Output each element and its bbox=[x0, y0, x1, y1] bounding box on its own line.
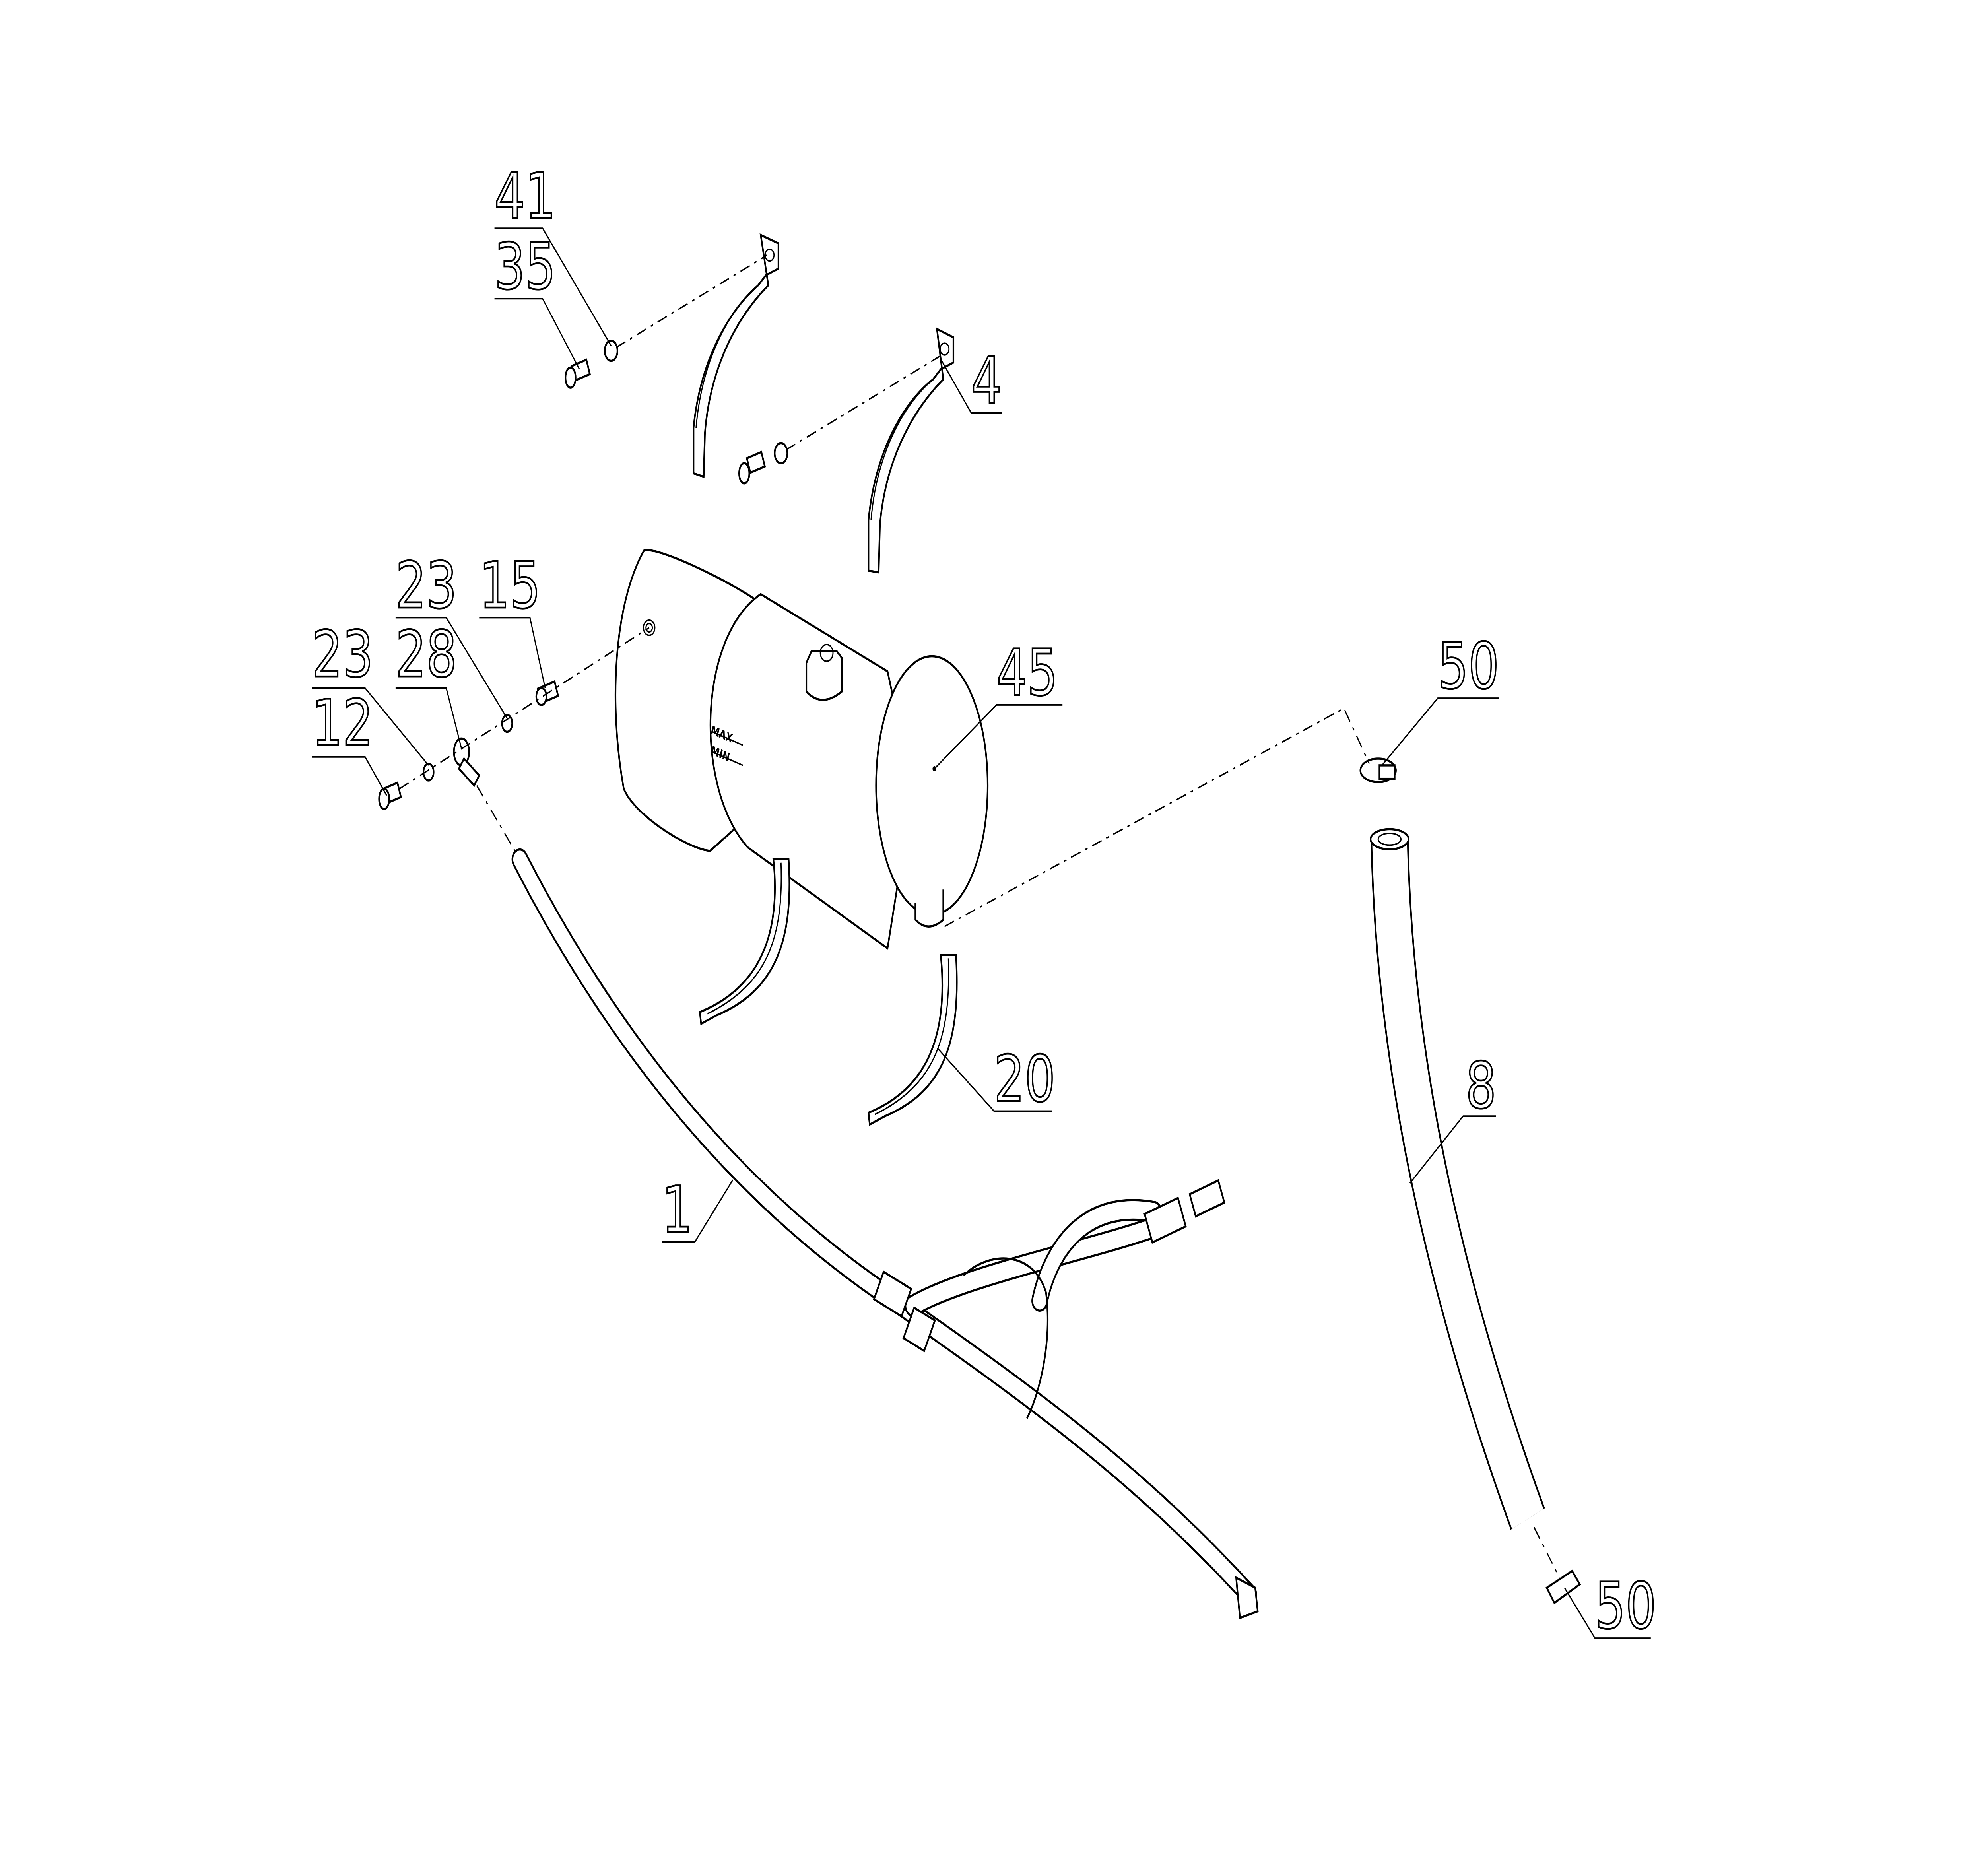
hose-assembly-1 bbox=[511, 848, 1259, 1619]
callout-28: 28 bbox=[395, 616, 462, 749]
bolt-lower bbox=[738, 450, 766, 485]
callout-23-lower: 23 bbox=[311, 616, 429, 766]
callout-35: 35 bbox=[494, 229, 580, 370]
svg-text:20: 20 bbox=[994, 1042, 1055, 1116]
svg-text:50: 50 bbox=[1438, 629, 1499, 703]
callout-15: 15 bbox=[478, 547, 546, 689]
svg-text:15: 15 bbox=[479, 548, 540, 623]
assembly-line bbox=[944, 707, 1370, 927]
assembly-line bbox=[786, 353, 944, 451]
svg-text:23: 23 bbox=[396, 548, 457, 623]
callout-50-lower: 50 bbox=[1564, 1568, 1657, 1644]
svg-text:45: 45 bbox=[996, 636, 1058, 710]
banjo-bolt-12 bbox=[378, 781, 402, 810]
callout-8: 8 bbox=[1409, 1048, 1497, 1184]
svg-text:1: 1 bbox=[662, 1173, 693, 1247]
svg-text:35: 35 bbox=[495, 229, 556, 304]
svg-text:28: 28 bbox=[396, 617, 457, 691]
callout-50-upper: 50 bbox=[1381, 628, 1500, 766]
svg-text:8: 8 bbox=[1466, 1048, 1496, 1123]
assembly-line bbox=[476, 785, 520, 860]
upper-strap-left bbox=[693, 233, 779, 478]
callout-1: 1 bbox=[661, 1172, 734, 1248]
svg-text:41: 41 bbox=[495, 159, 556, 233]
hose-clamp-50-upper bbox=[1359, 757, 1397, 783]
banjo-fitting-28 bbox=[453, 737, 481, 787]
washer-lower bbox=[774, 442, 788, 464]
callout-20: 20 bbox=[938, 1041, 1056, 1117]
svg-text:23: 23 bbox=[312, 617, 373, 691]
hose-clamp-50-lower bbox=[1545, 1569, 1581, 1604]
callout-23-upper: 23 bbox=[395, 547, 508, 719]
svg-text:50: 50 bbox=[1595, 1569, 1656, 1643]
assembly-line bbox=[1534, 1527, 1560, 1578]
washer-23-lower bbox=[422, 762, 435, 782]
washer-23-upper bbox=[501, 714, 513, 733]
svg-text:12: 12 bbox=[312, 686, 373, 760]
lower-strap-right bbox=[868, 954, 958, 1126]
svg-text:4: 4 bbox=[971, 344, 1002, 418]
callout-4: 4 bbox=[940, 343, 1003, 419]
hose-8 bbox=[1369, 828, 1545, 1530]
callout-41: 41 bbox=[494, 158, 612, 346]
upper-strap-right bbox=[868, 327, 955, 574]
bolt-35 bbox=[565, 358, 591, 389]
assembly-line bbox=[399, 627, 650, 790]
lower-strap-left bbox=[699, 858, 790, 1025]
washer-41 bbox=[604, 340, 619, 362]
reservoir-tank-45 bbox=[614, 549, 989, 950]
assembly-line bbox=[616, 254, 767, 348]
callout-12: 12 bbox=[311, 685, 387, 796]
callout-45: 45 bbox=[934, 635, 1063, 769]
